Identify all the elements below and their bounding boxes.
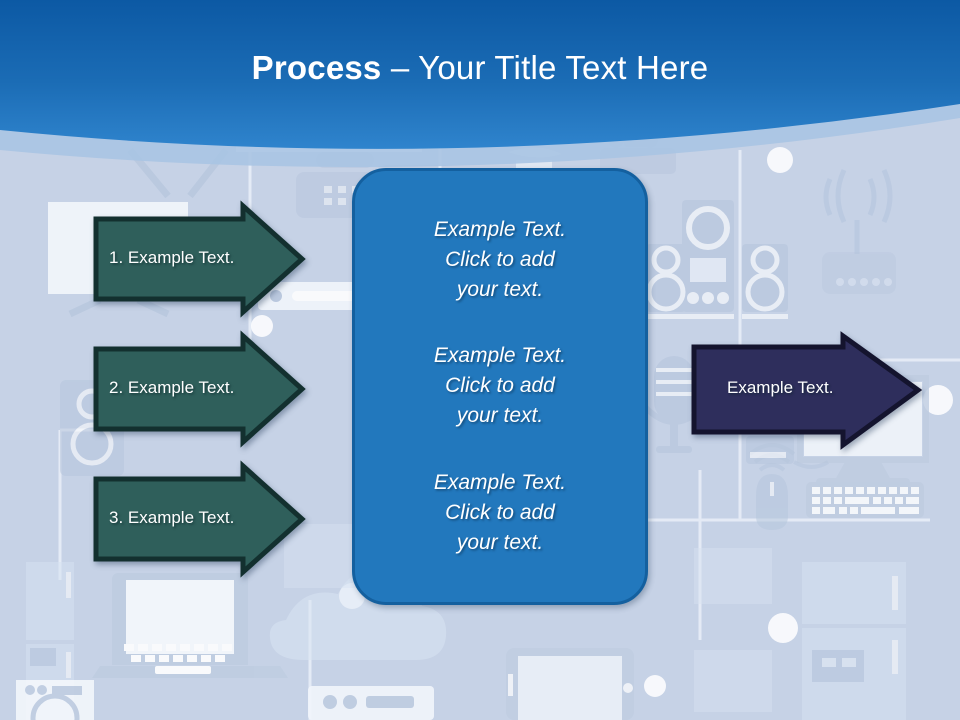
panel-text-block-3[interactable]: Example Text. Click to add your text. [433, 470, 567, 554]
page-title-bold: Process [251, 49, 382, 86]
page-title: Process – Your Title Text Here [0, 48, 960, 88]
process-step-arrow-2[interactable]: 2. Example Text. [93, 330, 306, 448]
center-content-panel[interactable]: Example Text. Click to add your text. Ex… [352, 168, 648, 605]
process-outcome-arrow[interactable]: Example Text. [691, 331, 923, 450]
panel-text-block-2[interactable]: Example Text. Click to add your text. [433, 344, 567, 428]
page-title-rest: – Your Title Text Here [381, 49, 709, 86]
process-step-arrow-3[interactable]: 3. Example Text. [93, 460, 306, 578]
panel-text-block-1[interactable]: Example Text. Click to add your text. [433, 218, 567, 302]
process-step-arrow-1[interactable]: 1. Example Text. [93, 200, 306, 318]
